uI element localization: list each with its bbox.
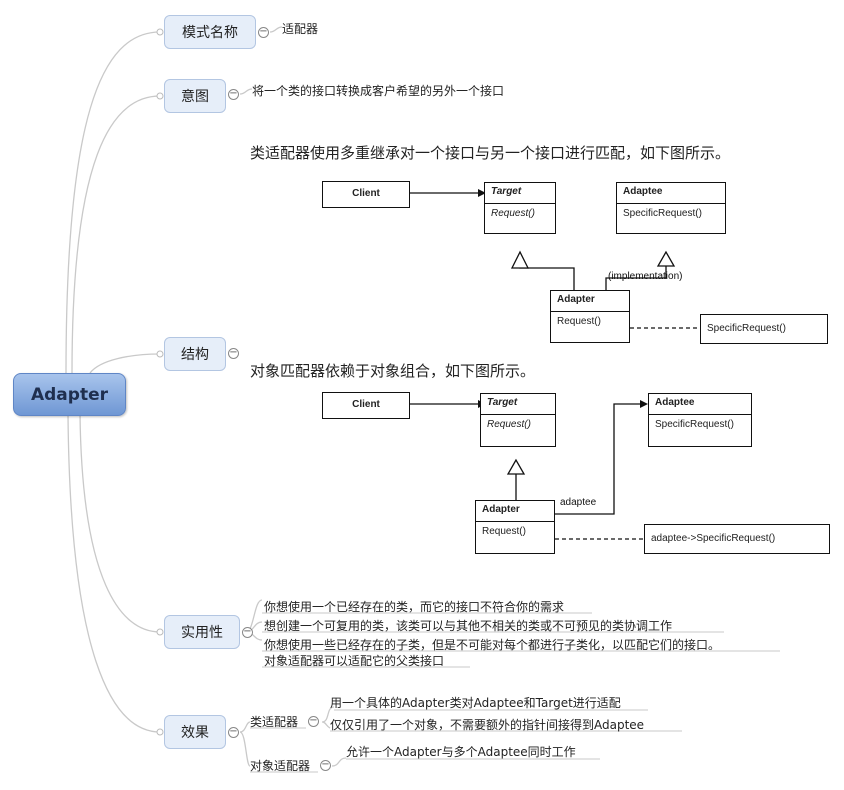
connector-class-adapter-items <box>321 706 335 729</box>
applicability-item-1: 你想使用一个已经存在的类，而它的接口不符合你的需求 <box>264 600 565 614</box>
collapse-icon[interactable]: − <box>242 626 253 638</box>
collapse-icon[interactable]: − <box>320 759 331 771</box>
collapse-icon[interactable]: − <box>228 88 239 100</box>
class-adapter-item-1: 用一个具体的Adapter类对Adaptee和Target进行适配 <box>330 696 621 710</box>
uml-adaptee-2: Adaptee SpecificRequest() <box>648 393 752 447</box>
node-intent[interactable]: 意图 <box>164 79 226 113</box>
uml-adaptee: Adaptee SpecificRequest() <box>616 182 726 234</box>
class-adapter-caption: 类适配器使用多重继承对一个接口与另一个接口进行匹配，如下图所示。 <box>250 144 731 162</box>
intent-value: 将一个类的接口转换成客户希望的另外一个接口 <box>252 84 505 98</box>
node-consequences[interactable]: 效果 <box>164 715 226 749</box>
node-applicability[interactable]: 实用性 <box>164 615 240 649</box>
uml-association-label: adaptee <box>560 497 597 508</box>
connector-object-adapter-items <box>331 757 347 767</box>
connector-applicability <box>79 413 161 633</box>
connector-intent-value <box>239 88 253 95</box>
applicability-item-2: 想创建一个可复用的类，该类可以与其他不相关的类或不可预见的类协调工作 <box>264 619 673 633</box>
object-adapter-label: 对象适配器 <box>250 759 311 773</box>
class-adapter-item-2: 仅仅引用了一个对象，不需要额外的指针间接得到Adaptee <box>330 718 645 732</box>
uml-target: Target Request() <box>484 182 556 234</box>
connector-intent <box>71 95 161 374</box>
collapse-icon[interactable]: − <box>258 26 269 38</box>
root-node[interactable]: Adapter <box>13 373 126 416</box>
applicability-item-3: 你想使用一些已经存在的子类，但是不可能对每个都进行子类化，以匹配它们的接口。 <box>264 638 721 652</box>
node-structure[interactable]: 结构 <box>164 337 226 371</box>
object-adapter-item-1: 允许一个Adapter与多个Adaptee同时工作 <box>346 745 576 759</box>
uml-adapter-2: Adapter Request() <box>475 500 555 554</box>
applicability-item-4: 对象适配器可以适配它的父类接口 <box>264 654 445 668</box>
uml-implementation-label: (implementation) <box>608 271 683 282</box>
uml-note-2: adaptee->SpecificRequest() <box>644 524 830 554</box>
class-adapter-label: 类适配器 <box>250 715 299 729</box>
collapse-icon[interactable]: − <box>228 347 239 359</box>
pattern-name-value: 适配器 <box>282 22 319 36</box>
node-pattern-name[interactable]: 模式名称 <box>164 15 256 49</box>
uml-client-2: Client <box>322 392 410 419</box>
uml-client: Client <box>322 181 410 208</box>
uml-target-2: Target Request() <box>480 393 556 447</box>
connector-consequences-sub <box>239 721 251 767</box>
connector-structure <box>89 353 161 374</box>
connector-consequences <box>67 413 161 733</box>
object-adapter-caption: 对象匹配器依赖于对象组合，如下图所示。 <box>250 362 536 380</box>
uml-adapter: Adapter Request() <box>550 290 630 343</box>
collapse-icon[interactable]: − <box>308 715 319 727</box>
uml-note: SpecificRequest() <box>700 314 828 344</box>
connector-name-value <box>269 26 283 33</box>
collapse-icon[interactable]: − <box>228 726 239 738</box>
connector-name <box>65 31 161 374</box>
